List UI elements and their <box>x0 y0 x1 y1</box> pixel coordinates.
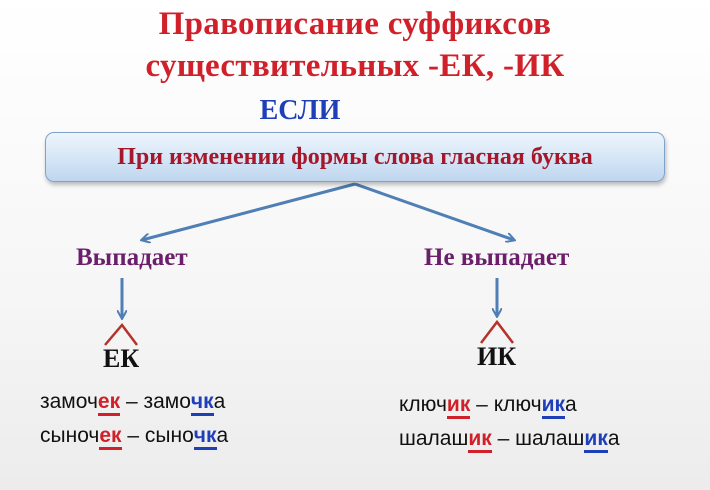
suffix-highlight: чк <box>190 390 214 416</box>
title-line-1: Правописание суффиксов <box>158 6 552 42</box>
word-ending: а <box>607 427 620 450</box>
dash: – <box>470 393 494 416</box>
word-stem: сыно <box>144 424 194 447</box>
suffix-mark-right <box>480 319 514 344</box>
example-row: ключик – ключика <box>399 393 577 419</box>
word-stem: замоч <box>40 390 98 413</box>
condition-text: При изменении формы слова гласная буква <box>117 143 593 170</box>
suffix-highlight: ик <box>468 427 492 453</box>
example-row: замочек – замочка <box>40 390 226 416</box>
title-line-2: существительных -ЕК, -ИК <box>145 48 565 84</box>
word-ending: а <box>565 393 577 416</box>
suffix-highlight: ик <box>584 427 608 453</box>
suffix-highlight: чк <box>193 424 217 450</box>
suffix-highlight: ек <box>97 390 121 416</box>
word-stem: шалаш <box>515 427 585 450</box>
word-stem: ключ <box>399 393 447 416</box>
word-stem: замо <box>143 390 191 413</box>
word-stem: сыноч <box>40 424 100 447</box>
dash: – <box>121 424 145 447</box>
word-ending: а <box>216 424 229 447</box>
arrow-to-right-branch <box>354 182 514 240</box>
suffix-highlight: ик <box>541 393 566 419</box>
example-row: шалашик – шалашика <box>399 427 620 453</box>
if-label: ЕСЛИ <box>259 95 341 126</box>
word-ending: а <box>213 390 226 413</box>
suffix-ek: ЕК <box>103 344 140 373</box>
branch-label-stays: Не выпадает <box>424 244 570 271</box>
example-row: сыночек – сыночка <box>40 424 229 450</box>
branch-label-drops: Выпадает <box>76 244 188 271</box>
arrow-to-left-branch <box>142 182 356 240</box>
word-stem: шалаш <box>399 427 469 450</box>
dash: – <box>120 390 144 413</box>
suffix-highlight: ик <box>446 393 471 419</box>
suffix-mark-left <box>104 322 138 346</box>
suffix-highlight: ек <box>99 424 122 450</box>
suffix-ik: ИК <box>477 342 517 371</box>
word-stem: ключ <box>493 393 542 416</box>
dash: – <box>491 427 516 450</box>
condition-box: При изменении формы слова гласная буква <box>45 132 665 182</box>
